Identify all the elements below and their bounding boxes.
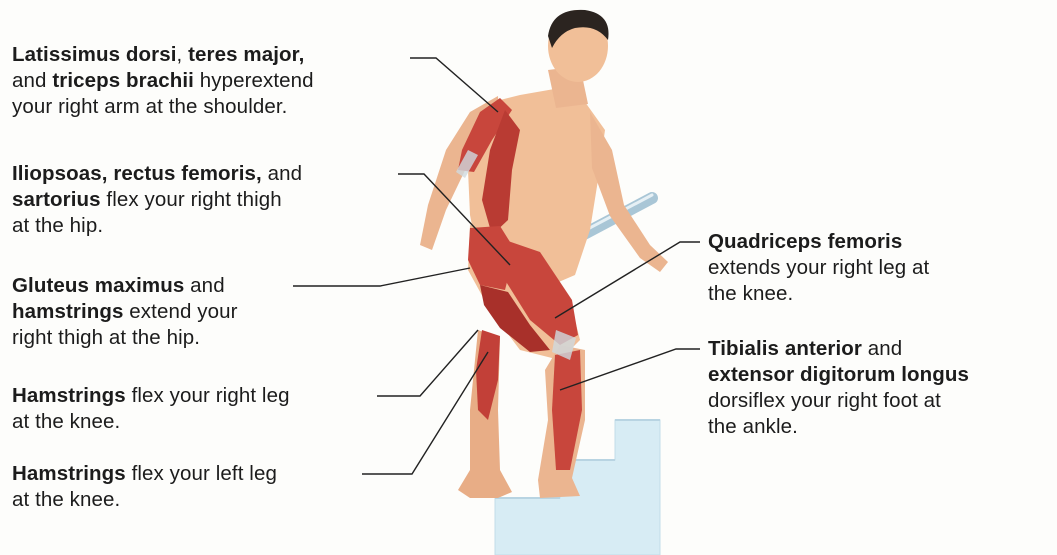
label-line: Quadriceps femoris xyxy=(708,229,929,255)
label-text-run: , xyxy=(177,43,189,66)
label-text-run: flex your right leg xyxy=(126,384,290,407)
label-bold-run: Tibialis anterior xyxy=(708,337,862,360)
label-text-run: at the knee. xyxy=(12,488,120,511)
label-text-run: and xyxy=(862,337,902,360)
label-bold-run: hamstrings xyxy=(12,300,124,323)
label-bold-run: Hamstrings xyxy=(12,462,126,485)
label-line: Gluteus maximus and xyxy=(12,273,238,299)
label-line: at the knee. xyxy=(12,487,277,513)
label-bold-run: teres major, xyxy=(188,43,304,66)
label-text-run: extends your right leg at xyxy=(708,256,929,279)
label-line: extensor digitorum longus xyxy=(708,362,969,388)
label-text-run: and xyxy=(184,274,224,297)
label-bold-run: triceps brachii xyxy=(52,69,194,92)
label-text-run: flex your left leg xyxy=(126,462,277,485)
label-line: extends your right leg at xyxy=(708,255,929,281)
label-line: the ankle. xyxy=(708,414,969,440)
label-line: right thigh at the hip. xyxy=(12,325,238,351)
label-bold-run: Latissimus dorsi xyxy=(12,43,177,66)
label-line: at the hip. xyxy=(12,213,302,239)
label-text-run: at the knee. xyxy=(12,410,120,433)
label-text-run: your right arm at the shoulder. xyxy=(12,95,287,118)
label-text-run: and xyxy=(12,69,52,92)
label-text-run: at the hip. xyxy=(12,214,103,237)
label-line: Tibialis anterior and xyxy=(708,336,969,362)
label-text-run: right thigh at the hip. xyxy=(12,326,200,349)
label-bold-run: Hamstrings xyxy=(12,384,126,407)
label-text-run: hyperextend xyxy=(194,69,314,92)
label-text-run: dorsiflex your right foot at xyxy=(708,389,941,412)
label-text-run: and xyxy=(262,162,302,185)
label-latissimus: Latissimus dorsi, teres major,and tricep… xyxy=(12,42,314,120)
label-bold-run: extensor digitorum longus xyxy=(708,363,969,386)
label-line: the knee. xyxy=(708,281,929,307)
label-line: Iliopsoas, rectus femoris, and xyxy=(12,161,302,187)
label-line: hamstrings extend your xyxy=(12,299,238,325)
label-line: at the knee. xyxy=(12,409,290,435)
label-bold-run: sartorius xyxy=(12,188,101,211)
label-text-run: the knee. xyxy=(708,282,793,305)
label-bold-run: Quadriceps femoris xyxy=(708,230,902,253)
label-text-run: the ankle. xyxy=(708,415,798,438)
label-text-run: extend your xyxy=(124,300,238,323)
label-line: Hamstrings flex your right leg xyxy=(12,383,290,409)
label-line: sartorius flex your right thigh xyxy=(12,187,302,213)
label-quadriceps: Quadriceps femoris extends your right leg… xyxy=(708,229,929,307)
label-line: Latissimus dorsi, teres major, xyxy=(12,42,314,68)
label-text-run: flex your right thigh xyxy=(101,188,282,211)
label-bold-run: Iliopsoas, rectus femoris, xyxy=(12,162,262,185)
label-bold-run: Gluteus maximus xyxy=(12,274,184,297)
label-line: dorsiflex your right foot at xyxy=(708,388,969,414)
label-line: your right arm at the shoulder. xyxy=(12,94,314,120)
label-line: Hamstrings flex your left leg xyxy=(12,461,277,487)
label-line: and triceps brachii hyperextend xyxy=(12,68,314,94)
